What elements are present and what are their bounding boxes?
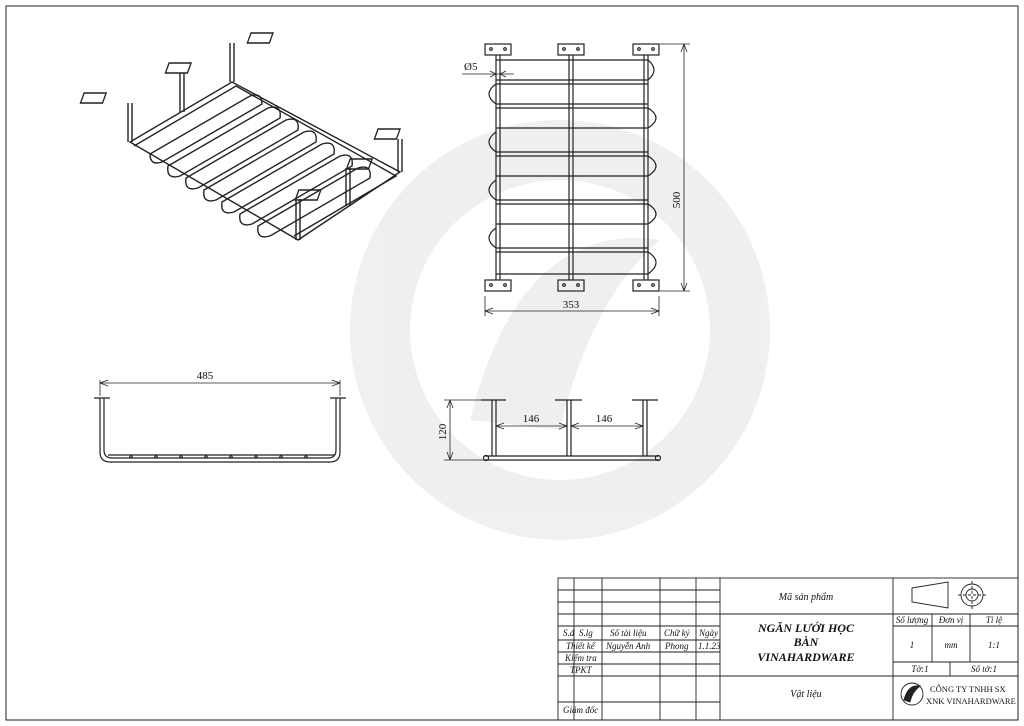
company-name-line2: XNK VINAHARDWARE	[926, 696, 1016, 706]
top-wires	[488, 59, 657, 275]
bracket-plate	[632, 43, 660, 56]
qty-value: 1	[910, 640, 915, 650]
sheet-border	[5, 5, 1019, 721]
bracket-plate	[246, 32, 274, 44]
dim-spacing-left-label: 146	[523, 413, 540, 425]
material-label: Vật liệu	[790, 689, 821, 700]
rev-header-doc: Số tài liệu	[610, 628, 647, 638]
designer-name: Nguyễn Anh	[605, 641, 651, 651]
checker-label: Kiểm tra	[564, 653, 597, 663]
unit-value: mm	[945, 640, 958, 650]
bracket-plate	[557, 279, 585, 292]
bracket-plate	[484, 279, 512, 292]
rev-header-slg: S.lg	[579, 628, 593, 638]
company-name-line1: CÔNG TY TNHH SX	[930, 684, 1006, 694]
bracket-plate	[164, 62, 193, 74]
dim-spacing-right-label: 146	[596, 413, 613, 425]
product-name-line3: VINAHARDWARE	[757, 650, 854, 664]
bracket-plate	[557, 43, 585, 56]
director-label: Giám đốc	[563, 705, 598, 715]
watermark-logo	[350, 120, 770, 540]
product-name-line1: NGĂN LƯỚI HỌC	[757, 621, 855, 635]
dim-diameter-label: Ø5	[464, 61, 478, 73]
bracket-plate	[79, 92, 108, 104]
designer-sign: Phong	[664, 641, 689, 651]
tpkt-label: TPKT	[570, 665, 593, 675]
bracket-plate	[484, 43, 512, 56]
product-code-label: Mã sản phẩm	[778, 592, 833, 603]
designer-date: 1.1.23	[698, 641, 721, 651]
front-view-dimensions	[99, 379, 341, 396]
scale-value: 1:1	[988, 640, 1000, 650]
rev-header-date: Ngày	[698, 628, 718, 638]
product-name-line2: BÀN	[793, 635, 820, 649]
side-view	[481, 399, 662, 462]
sheet-label: Tờ:1	[911, 664, 928, 674]
dim-width-label: 353	[563, 299, 580, 311]
bracket-plate	[632, 279, 660, 292]
front-view	[94, 397, 346, 463]
bracket-plate	[373, 128, 402, 140]
side-view-dimensions	[444, 399, 644, 461]
iso-wires	[149, 94, 371, 238]
dim-side-height-label: 120	[437, 423, 449, 440]
rev-header-sign: Chữ ký	[664, 628, 690, 638]
dim-length-label: 485	[197, 370, 214, 382]
qty-label: Số lượng	[896, 615, 929, 625]
sheets-label: Số tờ:1	[971, 664, 997, 674]
unit-label: Đơn vị	[938, 615, 964, 625]
rev-header-sd: S.đ	[563, 628, 575, 638]
title-block	[557, 577, 1019, 721]
top-view	[484, 43, 660, 292]
designer-label: Thiết kế	[566, 641, 597, 651]
dim-height-label: 500	[671, 191, 683, 208]
scale-label: Tỉ lệ	[986, 615, 1003, 625]
isometric-view	[79, 32, 403, 241]
top-view-dimensions	[462, 43, 690, 316]
